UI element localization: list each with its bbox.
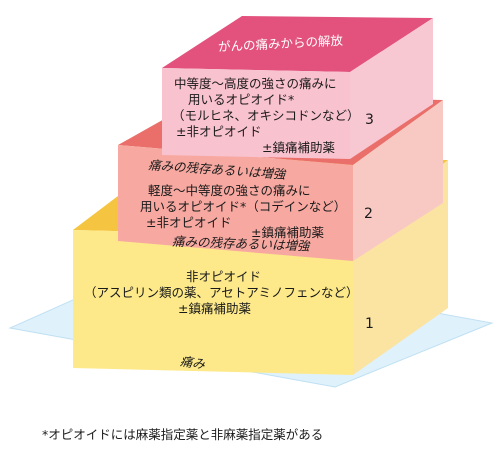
level-2-line-3: ±非オピオイド	[146, 215, 232, 230]
level-3-side-face	[350, 18, 433, 159]
level-2-line-4: ±鎮痛補助薬	[251, 225, 324, 240]
level-1-front-face	[73, 230, 353, 375]
level-3-line-5: ±鎮痛補助薬	[262, 140, 335, 155]
level-2-line-1: 軽度～中等度の強さの痛みに	[148, 183, 311, 198]
level-2-step-number: 2	[364, 206, 373, 222]
level-1-line-1: 非オピオイド	[186, 269, 262, 284]
level-2-side-face	[353, 100, 443, 261]
level-3-line-1: 中等度～高度の強さの痛みに	[174, 76, 337, 91]
level-2-line-2: 用いるオピオイド*（コデインなど）	[140, 199, 347, 214]
level-1-step-number: 1	[365, 316, 374, 332]
level-2-front-face	[118, 145, 353, 261]
level-3-line-2: 用いるオピオイド*	[188, 92, 295, 107]
level-3-top-face	[162, 16, 433, 72]
level-3-step-number: 3	[365, 112, 374, 128]
level-3-line-4: ±非オピオイド	[176, 124, 262, 139]
level-3-front-face	[162, 68, 350, 159]
level-1-line-2: （アスピリン類の薬、アセトアミノフェンなど）	[84, 285, 359, 300]
footnote: *オピオイドには麻薬指定薬と非麻薬指定薬がある	[42, 427, 324, 442]
level-3-line-3: （モルヒネ、オキシコドンなど）	[172, 108, 360, 123]
level-1-line-3: ±鎮痛補助薬	[178, 301, 251, 316]
